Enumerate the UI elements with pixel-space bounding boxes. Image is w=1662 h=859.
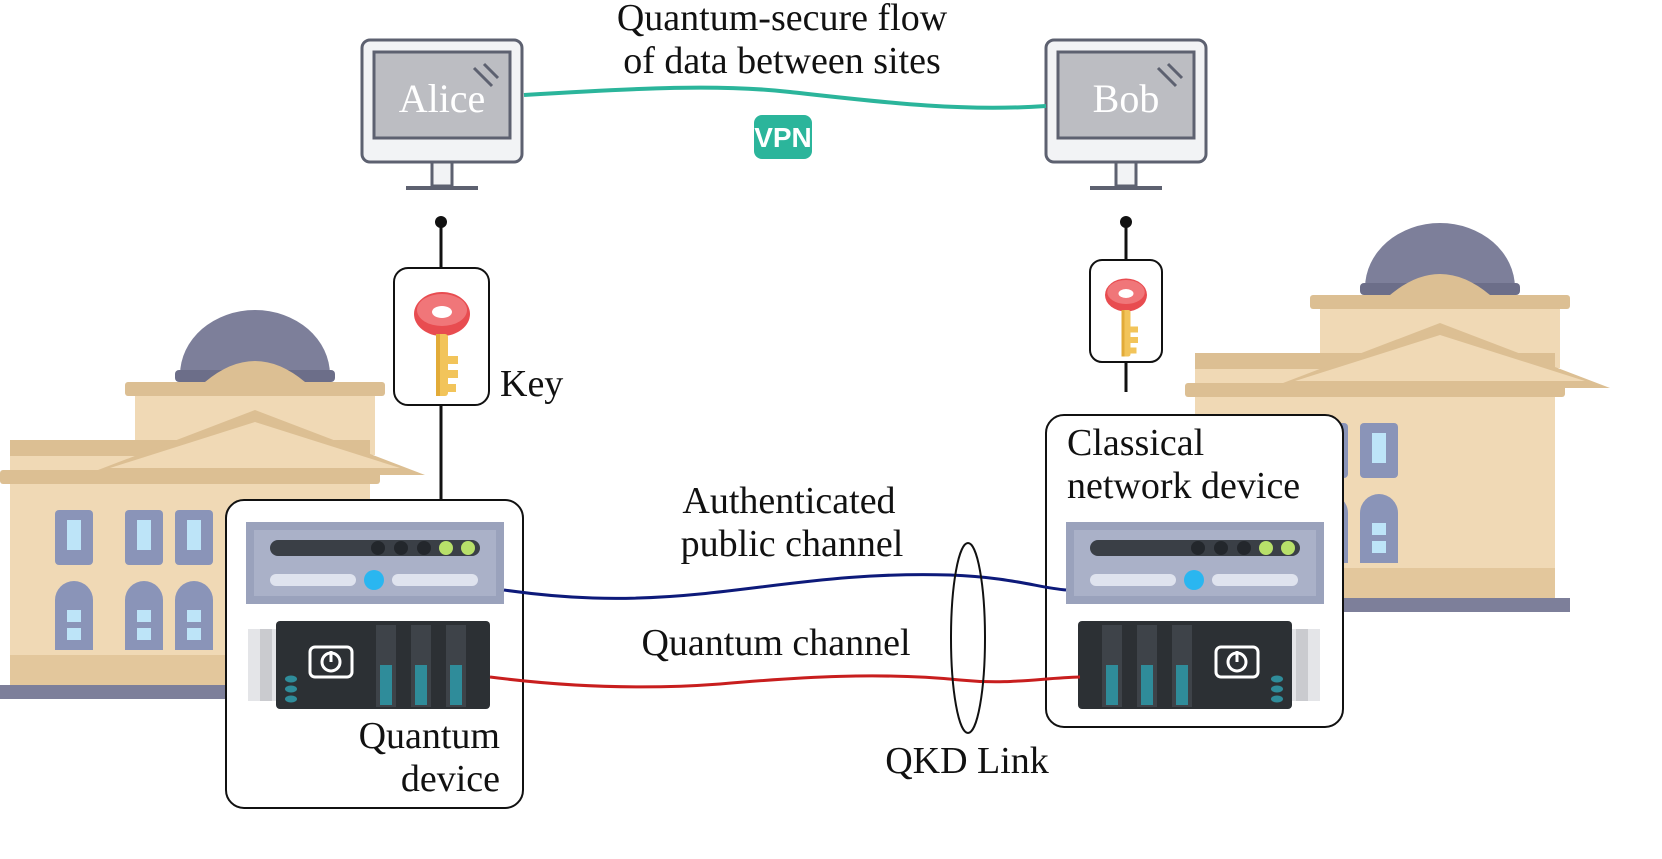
right-quantum-device: [1076, 619, 1322, 711]
quantum-device-line-1: Quantum: [359, 715, 500, 757]
quantum-channel-line: [489, 674, 1081, 689]
quantum-channel-label: Quantum channel: [641, 622, 910, 664]
qkd-link-ellipse: [950, 542, 986, 734]
public-channel-line-1: Authenticated: [682, 480, 895, 522]
classical-device-line-1: Classical: [1067, 422, 1204, 464]
left-quantum-device: [246, 619, 492, 711]
left-key-box: [393, 267, 490, 406]
title-line-1: Quantum-secure flow: [617, 0, 948, 39]
right-classical-server: [1066, 522, 1324, 604]
public-channel-line-2: public channel: [681, 523, 904, 565]
alice-monitor: Alice: [360, 38, 524, 190]
bob-label: Bob: [1093, 76, 1160, 121]
authenticated-public-channel-line: [503, 573, 1067, 600]
key-label: Key: [500, 363, 563, 405]
qkd-link-label: QKD Link: [885, 740, 1049, 782]
bob-monitor: Bob: [1044, 38, 1208, 190]
classical-device-line-2: network device: [1067, 465, 1300, 507]
left-classical-server: [246, 522, 504, 604]
right-connector-dot: [1120, 216, 1132, 228]
title-line-2: of data between sites: [623, 40, 941, 82]
alice-label: Alice: [399, 76, 486, 121]
vpn-badge-text: VPN: [754, 122, 812, 153]
left-connector-dot: [435, 216, 447, 228]
quantum-device-line-2: device: [401, 758, 500, 800]
vpn-badge: VPN: [754, 115, 812, 159]
right-key-box: [1089, 259, 1163, 363]
vpn-connection-line: [523, 85, 1047, 110]
